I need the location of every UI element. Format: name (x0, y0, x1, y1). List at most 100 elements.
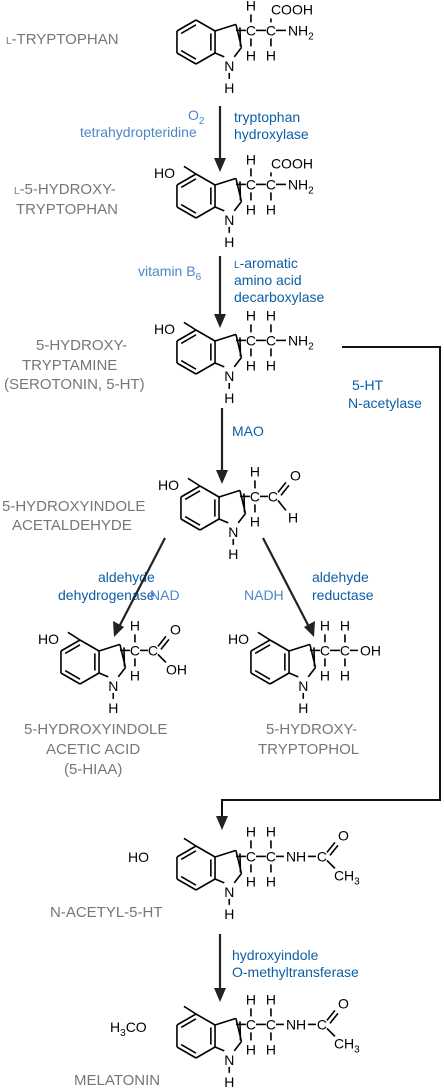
hydrogen-atom: H (246, 357, 256, 373)
c-ch3-bond (326, 859, 336, 869)
benzene-bond (79, 672, 100, 685)
carbon-atom: C (246, 848, 256, 864)
cofactor-vitamin-b6: vitamin B6 (138, 263, 202, 283)
amide-nh: NH (286, 848, 306, 864)
enzyme-trp-hydroxylase-line1: tryptophan (234, 109, 300, 125)
nitrogen-atom: N (224, 884, 234, 900)
benzene-bond (180, 518, 201, 531)
hydroxyl-group: HO (128, 849, 149, 865)
pyrrole-bond (307, 667, 317, 678)
carboxyl-group: COOH (271, 1, 313, 17)
enzyme-decarboxylase-line2: amino acid (234, 272, 302, 288)
benzene-bond (180, 485, 201, 498)
benzene-double-bond (180, 178, 197, 189)
pyrrole-bond (288, 643, 311, 652)
oxygen-atom: O (338, 827, 349, 843)
benzene-bond (199, 518, 220, 531)
hydrogen-atom: H (246, 307, 256, 323)
pyrrole-bond (288, 672, 299, 678)
pyrrole-bond (214, 1046, 225, 1052)
pyrrole-bond (214, 206, 225, 212)
benzene-bond (176, 329, 197, 342)
pyrrole-bond (233, 357, 243, 368)
nitrogen-atom: N (224, 368, 234, 384)
benzene-bond (60, 639, 81, 652)
amino-group: NH2 (288, 22, 314, 42)
benzene-double-bond (254, 669, 271, 680)
c-o-double-bond (326, 1009, 336, 1021)
enzyme-methyltransferase-line1: hydroxyindole (232, 947, 319, 963)
carbon-atom: C (320, 642, 330, 658)
nitrogen-atom: N (224, 212, 234, 228)
carbon-atom: C (317, 1016, 327, 1032)
hydroxyl-group: OH (166, 661, 187, 677)
arrowhead-n-acetyl-to-melatonin (214, 988, 226, 1002)
cofactor-labels: O2 tetrahydropteridine vitamin B6 NAD NA… (80, 107, 284, 603)
pyrrole-bond (214, 849, 237, 858)
benzene-bond (176, 1046, 197, 1059)
benzene-bond (195, 362, 216, 375)
oxygen-atom: O (338, 995, 349, 1011)
benzene-double-bond (180, 334, 197, 345)
benzene-bond (195, 878, 216, 891)
label-serotonin-line3: (SEROTONIN, 5-HT) (4, 376, 145, 393)
label-hiaa-line2: ACETIC ACID (46, 741, 140, 758)
benzene-bond (176, 878, 197, 891)
carboxyl-group: COOH (271, 155, 313, 171)
hydroxyl-group: HO (154, 321, 175, 337)
hydrogen-atom: H (246, 873, 256, 889)
benzene-bond (195, 19, 216, 32)
enzyme-methyltransferase-line2: O-methyltransferase (232, 964, 359, 980)
hydroxy-bond (183, 837, 197, 847)
hydrogen-atom: H (246, 47, 256, 63)
chemical-structures: NHCHHCHCOOHNH2NHHOCHHCHCOOHNH2NHHOCHHCHH… (38, 0, 381, 1090)
label-tryptophan: L-TRYPTOPHAN (6, 31, 119, 48)
carbon-atom: C (266, 332, 276, 348)
arrow-aldehyde-to-tryptophol (262, 537, 309, 626)
hydrogen-atom: H (266, 307, 276, 323)
methoxy-group: H3CO (110, 1019, 147, 1039)
c-h-bond (277, 499, 287, 511)
arrowhead-serotonin-to-n-acetyl (216, 816, 228, 830)
hydrogen-atom: H (224, 80, 234, 96)
hydrogen-atom: H (224, 1074, 234, 1090)
carbon-atom: C (340, 642, 350, 658)
c-o-double-bond (329, 1012, 339, 1024)
hydroxy-bond (67, 631, 81, 641)
nitrogen-atom: N (224, 1052, 234, 1068)
pyrrole-bond (218, 518, 229, 524)
hydrogen-atom: H (246, 201, 256, 217)
compound-labels: L-TRYPTOPHAN L-5-HYDROXY- TRYPTOPHAN 5-H… (2, 31, 359, 1089)
enzyme-decarboxylase-line1: L-aromatic (234, 255, 298, 271)
c-o-double-bond (157, 635, 167, 647)
hydrogen-atom: H (228, 546, 238, 562)
label-melatonin: MELATONIN (74, 1072, 160, 1089)
pyrrole-bond (233, 201, 243, 212)
pyrrole-bond (214, 23, 237, 32)
hydrogen-atom: H (266, 823, 276, 839)
carbon-atom: C (266, 1016, 276, 1032)
hydroxyl-group: HO (158, 477, 179, 493)
hydrogen-atom: H (246, 823, 256, 839)
carbon-atom: C (268, 488, 278, 504)
nitrogen-atom: N (108, 678, 118, 694)
oxygen-atom: O (170, 621, 181, 637)
arrowhead-5htp-to-serotonin (214, 314, 226, 328)
pyrrole-bond (214, 362, 225, 368)
c-ch3-bond (326, 1027, 336, 1037)
enzyme-decarboxylase-line3: decarboxylase (234, 289, 324, 305)
hydrogen-atom: H (224, 390, 234, 406)
hydrogen-atom: H (320, 617, 330, 633)
reaction-arrows (113, 106, 441, 1002)
carbon-atom: C (148, 642, 158, 658)
arrow-serotonin-to-n-acetyl-route (221, 346, 441, 818)
hydroxy-bond (183, 321, 197, 331)
hydrogen-atom: H (266, 991, 276, 1007)
benzene-double-bond (180, 203, 197, 214)
